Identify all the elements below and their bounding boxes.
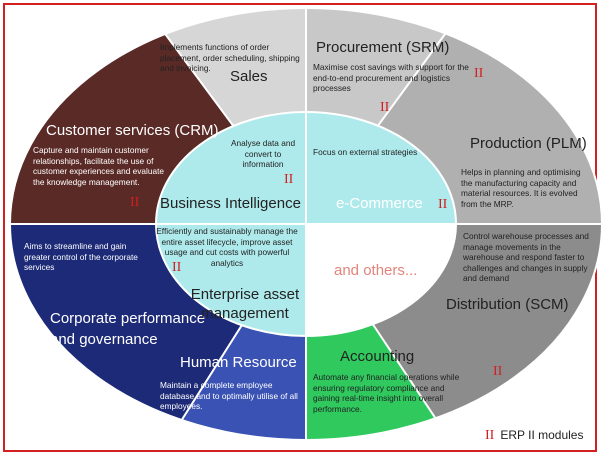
- legend: II ERP II modules: [485, 428, 583, 444]
- distribution-title: Distribution (SCM): [446, 296, 569, 313]
- corporate-description: Aims to streamline and gain greater cont…: [24, 241, 138, 272]
- others-label: and others...: [334, 262, 418, 279]
- e-commerce-description: Focus on external strategies: [313, 147, 418, 157]
- human-resource-title: Human Resource: [180, 354, 297, 371]
- corporate-title: Corporate performance and governance: [50, 310, 206, 348]
- e-commerce-marker: II: [438, 197, 448, 212]
- business-intelligence-marker: II: [284, 172, 294, 187]
- sales-marker: II: [380, 100, 390, 115]
- human-resource-description: Maintain a complete employee database an…: [160, 380, 298, 411]
- procurement-description: Maximise cost savings with support for t…: [313, 62, 469, 93]
- distribution-description: Control warehouse processes and manage m…: [463, 231, 589, 283]
- sales-title: Sales: [230, 68, 268, 85]
- business-intelligence-title: Business Intelligence: [160, 195, 301, 212]
- corporate-marker: II: [172, 260, 182, 275]
- production-description: Helps in planning and optimising the man…: [461, 167, 581, 209]
- outer-ellipse-edge: [9, 7, 603, 441]
- business-intelligence-description: Analyse data and convert to information: [230, 138, 296, 169]
- production-title: Production (PLM): [470, 135, 587, 152]
- customer-services-description: Capture and maintain customer relationsh…: [33, 145, 164, 187]
- accounting-description: Automate any financial operations while …: [313, 372, 460, 414]
- enterprise-asset-title: Enterprise asset management: [190, 286, 300, 322]
- customer-services-marker: II: [130, 195, 140, 210]
- e-commerce-title: e-Commerce: [336, 195, 423, 212]
- customer-services-title: Customer services (CRM): [46, 122, 219, 139]
- sales-description: Implements functions of order placement,…: [160, 42, 300, 73]
- enterprise-asset-description: Efficiently and sustainably manage the e…: [156, 226, 298, 268]
- distribution-marker: II: [493, 364, 503, 379]
- inner-ring: [155, 111, 457, 337]
- procurement-title: Procurement (SRM): [316, 39, 450, 56]
- accounting-title: Accounting: [340, 348, 415, 365]
- procurement-marker: II: [474, 66, 484, 81]
- legend-marker: II: [485, 428, 495, 443]
- legend-label: ERP II modules: [500, 428, 584, 442]
